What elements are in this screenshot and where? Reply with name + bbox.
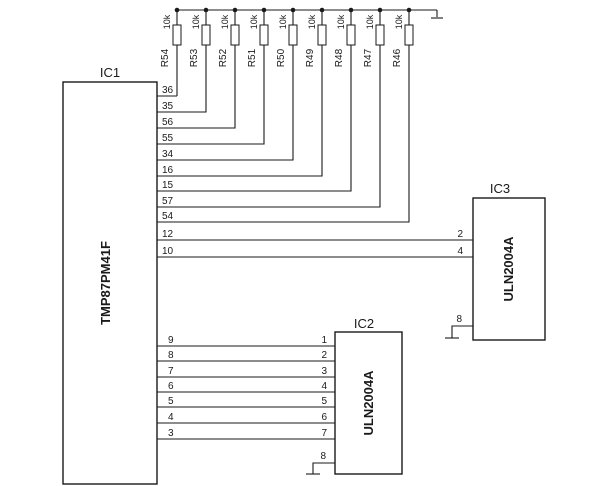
resistor-name: R49 xyxy=(305,48,316,67)
ic1-pin-number: 5 xyxy=(168,396,174,407)
ic1-pin-wire xyxy=(157,45,352,192)
ic1-pin-wire xyxy=(157,45,323,177)
ic1-pin-wire xyxy=(157,45,207,113)
ic1-part: TMP87PM41F xyxy=(98,241,113,325)
ic1-pin-wire xyxy=(157,45,236,129)
resistor-name: R46 xyxy=(392,48,403,67)
ic1-pin-wire xyxy=(157,45,381,208)
resistor-name: R48 xyxy=(334,48,345,67)
ic2-ground-pin-number: 8 xyxy=(320,451,326,462)
ic1-pin-number: 57 xyxy=(162,196,174,207)
resistor-body xyxy=(375,24,385,46)
ic1-pin-number: 7 xyxy=(168,366,174,377)
ic2-pin-number: 7 xyxy=(321,428,327,439)
ic3-part: ULN2004A xyxy=(501,236,516,302)
ic2-part: ULN2004A xyxy=(361,370,376,436)
resistor-value: 10k xyxy=(162,14,172,29)
resistor-body xyxy=(317,24,327,46)
ic1-body xyxy=(62,81,158,485)
ic2-label: IC2 xyxy=(354,316,374,331)
wires xyxy=(157,7,473,475)
resistor-name: R50 xyxy=(276,48,287,67)
ic1-pin-number: 4 xyxy=(168,412,174,423)
resistor-array xyxy=(172,24,414,46)
resistor-value: 10k xyxy=(249,14,259,29)
ic3-ground-pin-number: 8 xyxy=(456,314,462,325)
chip-outlines xyxy=(62,81,546,485)
ic1-pin-wire xyxy=(157,45,410,223)
ic2-pin-number: 5 xyxy=(321,396,327,407)
resistor-body xyxy=(201,24,211,46)
ic1-pin-number: 15 xyxy=(162,180,174,191)
ic1-pin-wire xyxy=(157,45,294,161)
resistor-value: 10k xyxy=(191,14,201,29)
ic1-pin-number: 35 xyxy=(162,101,174,112)
ic3-pin-number: 4 xyxy=(457,246,463,257)
resistor-body xyxy=(259,24,269,46)
ic1-pin-number: 34 xyxy=(162,149,174,160)
ic1-pin-number: 9 xyxy=(168,335,174,346)
ic1-pin-number: 3 xyxy=(168,428,174,439)
resistor-value: 10k xyxy=(220,14,230,29)
resistor-body xyxy=(288,24,298,46)
ic1-label: IC1 xyxy=(100,65,120,80)
resistor-name: R53 xyxy=(189,48,200,67)
resistor-body xyxy=(230,24,240,46)
ic3-pin-number: 2 xyxy=(457,229,463,240)
ic2-body xyxy=(334,331,403,475)
resistor-value: 10k xyxy=(307,14,317,29)
resistor-name: R47 xyxy=(363,48,374,67)
ic2-pin-number: 6 xyxy=(321,412,327,423)
resistor-value: 10k xyxy=(394,14,404,29)
ic1-pin-number: 12 xyxy=(162,229,174,240)
resistor-value: 10k xyxy=(365,14,375,29)
resistor-value: 10k xyxy=(336,14,346,29)
ic1-pin-number: 54 xyxy=(162,211,174,222)
resistor-value: 10k xyxy=(278,14,288,29)
ic1-pin-wire xyxy=(157,45,265,145)
ic2-pin-number: 3 xyxy=(321,366,327,377)
resistor-body xyxy=(346,24,356,46)
ic3-label: IC3 xyxy=(490,181,510,196)
ic2-pin-number: 1 xyxy=(321,335,327,346)
resistor-body xyxy=(404,24,414,46)
resistor-name: R54 xyxy=(160,48,171,67)
ic2-pin-number: 2 xyxy=(321,350,327,361)
ic2-pin-number: 4 xyxy=(321,381,327,392)
ic2-ground-wire xyxy=(312,462,335,474)
ic3-ground-wire xyxy=(451,325,473,338)
ic1-pin-number: 55 xyxy=(162,133,174,144)
ic1-pin-number: 56 xyxy=(162,117,174,128)
labels: IC1TMP87PM41FIC3ULN2004AIC2ULN2004A10kR5… xyxy=(98,14,516,462)
resistor-body xyxy=(172,24,182,46)
ic1-pin-number: 8 xyxy=(168,350,174,361)
resistor-name: R51 xyxy=(247,48,258,67)
ic1-pin-number: 36 xyxy=(162,85,174,96)
ic1-pin-number: 10 xyxy=(162,246,174,257)
resistor-name: R52 xyxy=(218,48,229,67)
ic3-body xyxy=(472,197,546,341)
ic1-pin-number: 16 xyxy=(162,165,174,176)
ic1-pin-number: 6 xyxy=(168,381,174,392)
